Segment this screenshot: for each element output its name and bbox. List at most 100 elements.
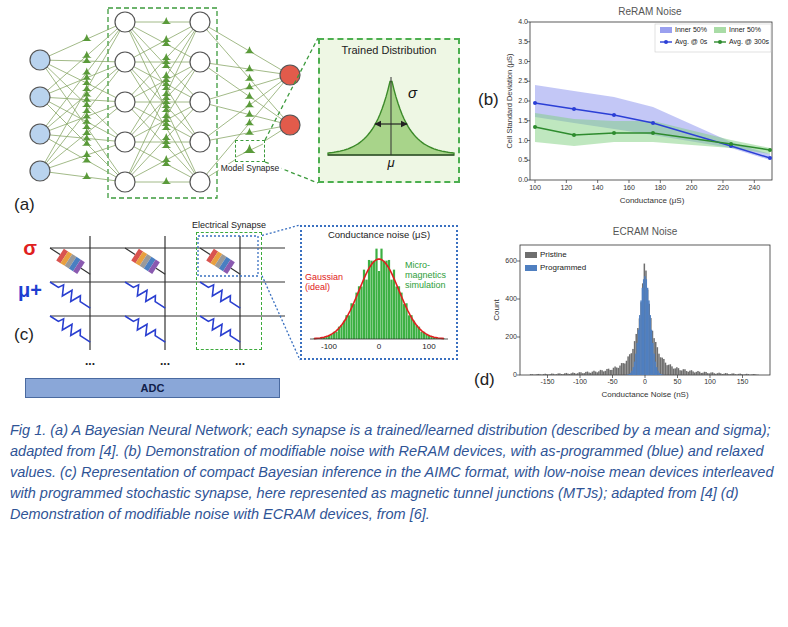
tick-label: 2.0 — [518, 97, 528, 105]
tick-marks — [517, 22, 754, 378]
histogram-bar — [603, 371, 605, 375]
neuron-circle — [115, 12, 135, 32]
synapse-icon — [245, 118, 255, 125]
histogram-bar — [726, 373, 728, 375]
connection-line — [200, 102, 290, 125]
histogram-bar — [631, 371, 633, 375]
histogram-bar — [644, 276, 646, 375]
tick — [645, 375, 646, 378]
network — [30, 12, 300, 192]
histogram-bar — [689, 371, 691, 375]
legend-text: Inner 50% — [729, 26, 761, 34]
histogram-bar — [548, 374, 550, 375]
neuron-circle — [115, 92, 135, 112]
histogram-bar — [635, 334, 637, 375]
neuron-circle — [30, 161, 50, 181]
connection-line — [40, 62, 125, 171]
histogram-bar — [531, 374, 533, 376]
connection-line — [40, 102, 125, 171]
legend-marker — [664, 40, 668, 44]
series-marker — [612, 113, 616, 117]
histogram-bar — [536, 374, 538, 376]
histogram-bar — [660, 374, 662, 375]
connection-line — [125, 182, 200, 183]
histogram-bar — [538, 374, 540, 375]
histogram-bar — [707, 373, 709, 375]
distribution-box: Trained Distributionσμ — [318, 38, 460, 183]
connection-line — [40, 142, 125, 171]
tick-label: 4.0 — [518, 18, 528, 26]
plot-frame — [530, 22, 772, 180]
series-marker — [533, 125, 537, 129]
synapse-icon — [236, 141, 263, 160]
histogram-bar — [644, 264, 646, 375]
histogram-bar — [579, 372, 581, 375]
connection-line — [40, 60, 125, 142]
histogram-bar — [664, 374, 666, 375]
tick — [597, 180, 598, 183]
neuron-circle — [280, 65, 300, 85]
tick-label: 220 — [717, 184, 729, 192]
histogram-bar — [712, 372, 714, 375]
series-line — [535, 103, 770, 158]
histogram-bar — [642, 288, 644, 375]
histogram-bar — [616, 367, 618, 375]
histogram-bar — [645, 271, 647, 375]
mtj-devices — [46, 242, 244, 280]
connection-line — [40, 97, 125, 182]
axis-title: Conductance (μS) — [620, 196, 685, 205]
histogram-bar — [613, 368, 615, 375]
tick-label: 120 — [560, 184, 572, 192]
legend-swatch — [525, 252, 537, 258]
tick-label: 240 — [748, 184, 760, 192]
synapse-icon — [161, 35, 171, 42]
histogram-bar — [378, 271, 380, 339]
tick-label: 1.5 — [518, 117, 528, 125]
legend-marker — [718, 40, 722, 44]
histogram-bar — [626, 374, 628, 375]
connection-line — [200, 62, 290, 125]
histogram-bar — [618, 368, 620, 375]
legend-item: Inner 50% — [714, 26, 761, 34]
node-text: Gaussian (ideal) — [305, 273, 349, 293]
histogram-bar — [574, 373, 576, 375]
histogram-bar — [749, 374, 751, 375]
histogram-bar — [335, 332, 337, 339]
series-line — [535, 127, 770, 150]
histogram-bar — [643, 279, 645, 375]
resistor-devices — [47, 278, 243, 347]
axis-title: Cell Standard Deviation (μS) — [506, 53, 515, 148]
connector — [265, 38, 318, 183]
histogram-bar — [388, 260, 390, 339]
histogram-bar — [373, 261, 375, 339]
histogram-bar — [348, 315, 350, 339]
histogram-bar — [630, 373, 632, 375]
synapse-icon — [245, 128, 255, 135]
histogram-bar — [583, 373, 585, 375]
histogram-bar — [730, 374, 732, 376]
histogram-bar — [696, 372, 698, 375]
connection-line — [40, 22, 125, 97]
tick-label: 400 — [505, 295, 517, 303]
node-text: Conductance noise (μS) — [302, 230, 456, 241]
histogram-bar — [533, 374, 535, 375]
connection-line — [125, 142, 200, 182]
connection-line — [125, 22, 200, 102]
histogram-bar — [663, 359, 665, 375]
series-marker — [651, 131, 655, 135]
histogram-bar — [651, 330, 653, 375]
histogram-bar — [725, 373, 727, 375]
connection-line — [125, 22, 200, 62]
histogram-bar — [601, 370, 603, 375]
node-text: Micro-magnetics simulation — [405, 261, 453, 291]
tick — [612, 375, 613, 378]
connection-line — [125, 22, 200, 62]
plot-frame — [520, 245, 770, 375]
histogram-bar — [629, 374, 631, 375]
histogram-bar — [380, 249, 382, 339]
connection-line — [200, 75, 290, 102]
legend-item: Avg. @ 300s — [714, 38, 769, 46]
connection-line — [40, 134, 125, 182]
synapse-icon — [82, 67, 92, 74]
histogram-bar — [567, 374, 569, 375]
